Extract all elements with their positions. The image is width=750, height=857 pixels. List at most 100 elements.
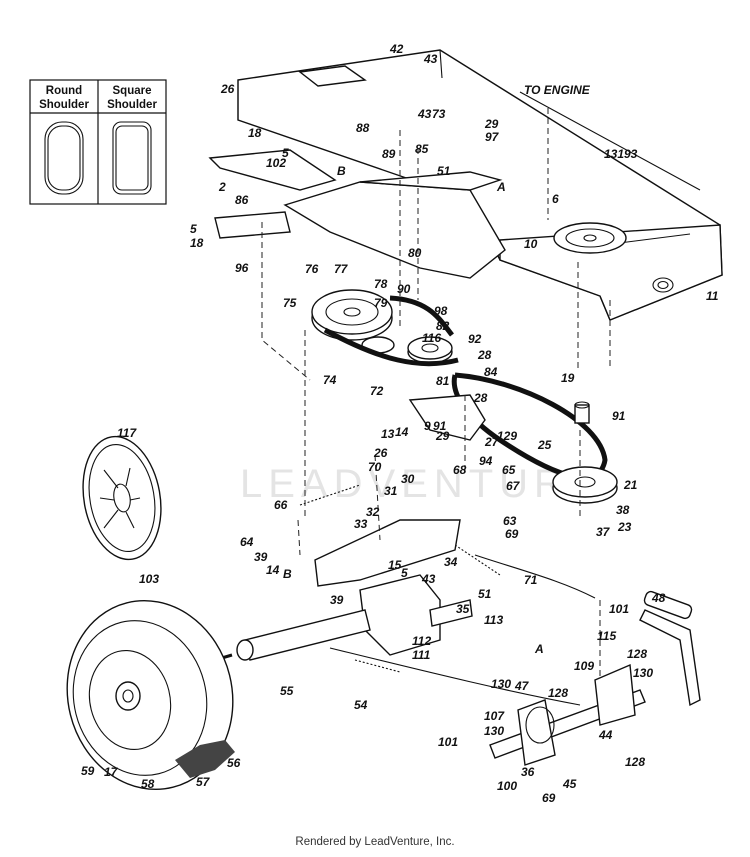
part-label: 32 [366,505,380,519]
part-label: 130 [491,677,511,691]
spring-34 [454,544,501,576]
part-label: 92 [468,332,482,346]
wheel-cover [82,435,162,561]
part-label: 109 [574,659,594,673]
part-label: 19 [561,371,575,385]
part-label: 75 [283,296,297,310]
part-label: 88 [356,121,370,135]
part-label: 26 [373,446,388,460]
part-label: 6 [552,192,559,206]
legend-round-word1: Round [46,85,82,97]
ref-b-bottom: B [283,567,292,581]
part-label: 131 [604,147,624,161]
legend-square-word1: Square [113,85,152,97]
front-bracket [208,149,337,191]
part-label: 130 [633,666,653,680]
part-label: 82 [436,319,450,333]
part-label: 72 [370,384,384,398]
part-label: 128 [627,647,647,661]
part-label: 69 [505,527,519,541]
part-label: 67 [506,479,521,493]
part-label: 13 [381,427,395,441]
part-label: 42 [389,42,404,56]
ref-a-bottom: A [534,642,544,656]
part-label: 111 [412,648,431,662]
part-label: 5 [190,222,197,236]
part-label: 31 [384,484,398,498]
part-label: 14 [266,563,280,577]
part-label: 10 [524,237,538,251]
transmission-pulley [552,401,618,504]
part-label: 39 [254,550,268,564]
part-label: 68 [453,463,467,477]
pulley-assembly [311,289,459,367]
part-label: 47 [514,679,530,693]
part-label: 129 [497,429,517,443]
part-label: 79 [374,296,388,310]
part-label: 23 [617,520,632,534]
part-label: 44 [598,728,613,742]
part-label: 65 [502,463,516,477]
part-label: 102 [266,156,286,170]
part-label: 81 [436,374,450,388]
pedal-assembly [489,590,701,766]
part-label: 37 [596,525,611,539]
part-label: 56 [227,756,241,770]
part-label: 70 [368,460,382,474]
part-label: 35 [456,602,470,616]
part-label: 28 [477,348,492,362]
part-label: 30 [401,472,415,486]
part-label: 66 [274,498,288,512]
part-label: 57 [196,775,211,789]
transaxle-plate [314,519,461,587]
square-shoulder-icon [112,121,152,195]
part-label: 113 [484,613,503,627]
ref-a-top: A [496,180,506,194]
part-label: 76 [305,262,319,276]
part-label: 128 [548,686,568,700]
part-label: 103 [139,572,159,586]
part-label: 69 [542,791,556,805]
part-label: 86 [235,193,249,207]
part-label: 117 [117,426,137,440]
part-label: 21 [623,478,638,492]
part-label: 90 [397,282,411,296]
part-label: 100 [497,779,517,793]
to-engine-callout: TO ENGINE [524,83,591,97]
part-label: 77 [334,262,349,276]
part-label: 112 [412,634,431,648]
part-label: 91 [612,409,626,423]
part-label: 28 [473,391,488,405]
part-label: 93 [624,147,638,161]
part-label: 2 [218,180,226,194]
bracket-86 [214,211,291,239]
part-label: 48 [651,591,666,605]
part-label: 43 [421,572,436,586]
shoulder-legend: Round Shoulder Square Shoulder [29,79,167,205]
ref-b-top: B [337,164,346,178]
spring-66 [299,484,361,506]
part-label: 43 [423,52,438,66]
part-label: 26 [220,82,235,96]
part-label: 15 [388,558,402,572]
part-label: 54 [354,698,368,712]
part-label: 74 [323,373,337,387]
part-label: 98 [434,304,448,318]
legend-round-word2: Shoulder [39,99,89,111]
part-label: 89 [382,147,396,161]
part-label: 17 [104,765,119,779]
part-label: 18 [190,236,204,250]
watermark: LEADVENTURE [240,462,602,506]
part-label: 51 [478,587,492,601]
part-label: 84 [484,365,498,379]
part-label: 55 [280,684,294,698]
part-label: 5 [282,146,289,160]
part-label: 29 [435,429,450,443]
part-label: 18 [248,126,262,140]
idler-bracket [408,394,486,441]
part-label: 80 [408,246,422,260]
part-label: 9 [424,419,431,433]
part-label: 5 [401,566,408,580]
part-label: 34 [444,555,458,569]
